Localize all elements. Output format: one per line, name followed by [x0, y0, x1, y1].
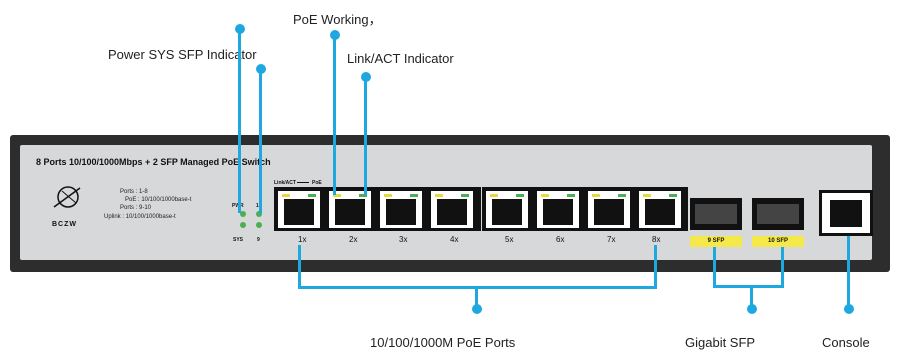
poe-port-8[interactable]: [639, 191, 681, 228]
spec-ports-1-8: Ports : 1-8: [120, 189, 148, 195]
callout-line-poe-working: [333, 35, 336, 195]
port-header-divider: [297, 182, 309, 183]
port-number-2: 2x: [349, 235, 358, 244]
link-led: [384, 194, 392, 197]
port-header-link-act: Link/ACT: [274, 180, 296, 186]
callout-dot-console: [844, 304, 854, 314]
link-led: [643, 194, 651, 197]
sfp-slot-9[interactable]: [690, 198, 742, 230]
led-label-10: 10: [256, 203, 262, 209]
sfp-cage: [757, 204, 799, 224]
rj45-jack: [386, 199, 416, 225]
poe-led: [567, 194, 575, 197]
led-sys: [240, 222, 246, 228]
sfp-cage: [695, 204, 737, 224]
spec-ports-9-10: Ports : 9-10: [120, 205, 152, 211]
device-title: 8 Ports 10/100/1000Mbps + 2 SFP Managed …: [36, 157, 271, 167]
spec-poe: PoE : 10/100/1000base-t: [125, 197, 192, 203]
sfp-slot-10[interactable]: [752, 198, 804, 230]
bracket-sfp-left: [713, 247, 716, 287]
console-jack: [830, 200, 862, 227]
port-header-poe: PoE: [312, 180, 322, 186]
callout-line-power-indicator: [238, 29, 241, 213]
poe-port-1[interactable]: [278, 191, 320, 228]
poe-port-3[interactable]: [380, 191, 422, 228]
callout-gigabit-sfp: Gigabit SFP: [685, 335, 756, 350]
brand-name: BCZW: [52, 221, 77, 228]
port-number-5: 5x: [505, 235, 514, 244]
bracket-console-stem: [847, 236, 850, 308]
poe-led: [669, 194, 677, 197]
led-label-pwr: PWR: [232, 203, 244, 209]
port-number-4: 4x: [450, 235, 459, 244]
bracket-sfp-bottom: [713, 285, 784, 288]
led-pwr: [240, 211, 246, 217]
bracket-sfp-right: [781, 247, 784, 287]
callout-poe-working: PoE Working，: [293, 12, 382, 27]
sfp-label-9: 9 SFP: [690, 236, 742, 247]
rj45-jack: [594, 199, 624, 225]
callout-link-act: Link/ACT Indicator: [347, 51, 454, 66]
bracket-poe-left: [298, 245, 301, 289]
port-number-7: 7x: [607, 235, 616, 244]
poe-port-5[interactable]: [486, 191, 528, 228]
poe-led: [308, 194, 316, 197]
rj45-jack: [645, 199, 675, 225]
callout-poe-ports: 10/100/1000M PoE Ports: [370, 335, 516, 350]
link-led: [435, 194, 443, 197]
link-led: [333, 194, 341, 197]
poe-led: [410, 194, 418, 197]
poe-port-7[interactable]: [588, 191, 630, 228]
callout-line-link-act: [364, 77, 367, 195]
callout-console: Console: [822, 335, 870, 350]
sfp-label-10: 10 SFP: [752, 236, 804, 247]
rj45-jack: [543, 199, 573, 225]
led-label-9: 9: [257, 237, 260, 243]
rj45-jack: [437, 199, 467, 225]
poe-led: [461, 194, 469, 197]
led-label-sys: SYS: [233, 237, 244, 243]
callout-dot-poe-ports: [472, 304, 482, 314]
poe-led: [618, 194, 626, 197]
led-9: [256, 222, 262, 228]
poe-led: [359, 194, 367, 197]
led-10: [256, 211, 262, 217]
console-port[interactable]: [819, 190, 873, 236]
rj45-jack: [335, 199, 365, 225]
callout-power-sys-sfp: Power SYS SFP Indicator: [108, 47, 257, 62]
port-number-8: 8x: [652, 235, 661, 244]
link-led: [490, 194, 498, 197]
poe-port-2[interactable]: [329, 191, 371, 228]
link-led: [282, 194, 290, 197]
bracket-sfp-stem: [750, 285, 753, 308]
poe-led: [516, 194, 524, 197]
rj45-jack: [492, 199, 522, 225]
callout-dot-sfp: [747, 304, 757, 314]
callout-line-sys-indicator: [259, 69, 262, 213]
brand-logo-icon: [53, 186, 81, 208]
bracket-poe-stem: [475, 286, 478, 308]
spec-uplink: Uplink : 10/100/1000base-t: [104, 214, 176, 220]
rj45-jack: [284, 199, 314, 225]
poe-port-6[interactable]: [537, 191, 579, 228]
poe-port-4[interactable]: [431, 191, 473, 228]
port-number-3: 3x: [399, 235, 408, 244]
link-led: [592, 194, 600, 197]
port-number-6: 6x: [556, 235, 565, 244]
link-led: [541, 194, 549, 197]
port-number-1: 1x: [298, 235, 307, 244]
bracket-poe-right: [654, 245, 657, 289]
